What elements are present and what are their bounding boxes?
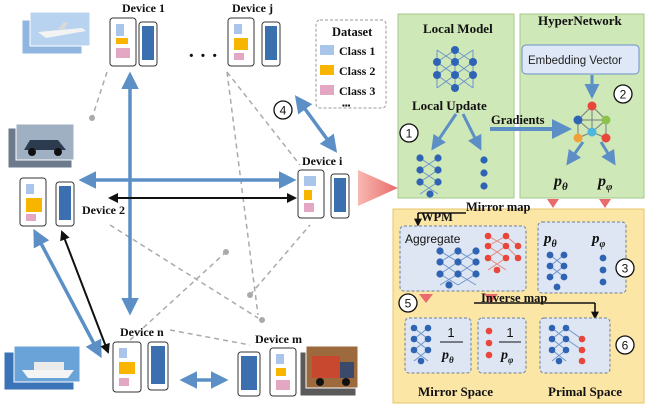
hypernetwork-title: HyperNetwork: [538, 13, 623, 28]
device-2[interactable]: [19, 177, 75, 227]
feature-extractor-network: [416, 154, 442, 198]
down-arrow-icon: [484, 294, 498, 303]
step-4-label: 4: [280, 104, 287, 118]
p-phi-output: pφ: [596, 173, 613, 193]
step-6-marker: [615, 335, 635, 355]
local-model-title: Local Model: [423, 21, 493, 36]
device-1-label: Device 1: [122, 1, 165, 15]
local-model-panel: [397, 13, 515, 199]
fraction-phi-numerator: 1: [506, 325, 513, 340]
mirror-space-phi-box: [477, 317, 527, 374]
step-3-marker: [615, 258, 635, 278]
legend-more: ▪▪▪: [342, 101, 351, 110]
step-5-marker: [398, 293, 418, 313]
primal-space-network: [548, 324, 586, 365]
step-2-marker: [613, 84, 633, 104]
down-arrow-icon: [419, 294, 433, 303]
mirror-map-arrow-icon: [599, 199, 611, 208]
legend-class-3: Class 3: [339, 84, 375, 98]
mapped-p-theta: pθ: [542, 231, 558, 250]
hypernetwork-graph: [573, 101, 611, 143]
fraction-theta-denominator: pθ: [441, 348, 454, 365]
airplane-images-icon: [21, 11, 91, 55]
p-theta-output: pθ: [552, 173, 568, 193]
step-3-label: 3: [622, 262, 629, 276]
device-m-label: Device m: [255, 332, 302, 346]
link-d2-dn-blue: [33, 228, 102, 359]
embedding-vector-box: [521, 44, 640, 75]
step-2-label: 2: [620, 88, 627, 102]
link-dj-di: [294, 95, 338, 153]
local-update-label: Local Update: [412, 98, 487, 113]
aggregate-label: Aggregate: [405, 232, 461, 246]
device-i[interactable]: [297, 169, 350, 219]
fraction-phi-denominator: pφ: [500, 348, 513, 365]
step-5-label: 5: [405, 297, 412, 311]
classifier-head-nodes: [480, 156, 488, 190]
device-2-label: Device 2: [82, 203, 125, 217]
mirror-space-network: [410, 324, 493, 365]
mapped-p-phi: pφ: [590, 231, 606, 250]
aggregated-network: [436, 232, 522, 289]
legend-class-1: Class 1: [339, 44, 375, 58]
link-d2-dn-black: [60, 230, 110, 354]
step-1-marker: [399, 123, 419, 143]
mapped-network: [546, 251, 607, 291]
device-j-label: Device j: [232, 1, 273, 15]
wpm-label: WPM: [421, 210, 453, 224]
step-6-label: 6: [622, 339, 629, 353]
primal-space-label: Primal Space: [548, 384, 622, 399]
device-n[interactable]: [112, 341, 169, 393]
truck-images-icon: [299, 345, 359, 397]
fraction-theta-numerator: 1: [447, 325, 454, 340]
step-4-marker: [273, 100, 293, 120]
hypernetwork-panel: [519, 13, 645, 199]
device-1[interactable]: [109, 17, 158, 67]
inverse-map-label: Inverse map: [481, 291, 547, 305]
device-n-label: Device n: [120, 325, 164, 339]
device-m[interactable]: [237, 347, 297, 397]
dataset-title: Dataset: [332, 25, 373, 39]
embedding-vector-label: Embedding Vector: [528, 55, 622, 67]
step-1-label: 1: [406, 127, 413, 141]
mapped-params-box: [537, 221, 627, 294]
mirror-space-label: Mirror Space: [418, 384, 493, 399]
device-i-label: Device i: [302, 154, 343, 168]
more-devices-ellipsis: · · ·: [188, 45, 218, 67]
ship-images-icon: [3, 345, 81, 391]
mirror-map-label: Mirror map: [466, 200, 531, 214]
local-model-network: [433, 46, 477, 92]
mirror-map-arrow-icon: [547, 199, 559, 208]
pipeline-arrow-icon: [358, 170, 398, 206]
dataset-legend: Dataset Class 1 Class 2 Class 3 ▪▪▪: [315, 19, 387, 110]
car-images-icon: [7, 123, 75, 169]
legend-class-2: Class 2: [339, 64, 375, 78]
device-j[interactable]: [227, 17, 281, 67]
gradients-label: Gradients: [491, 113, 545, 127]
